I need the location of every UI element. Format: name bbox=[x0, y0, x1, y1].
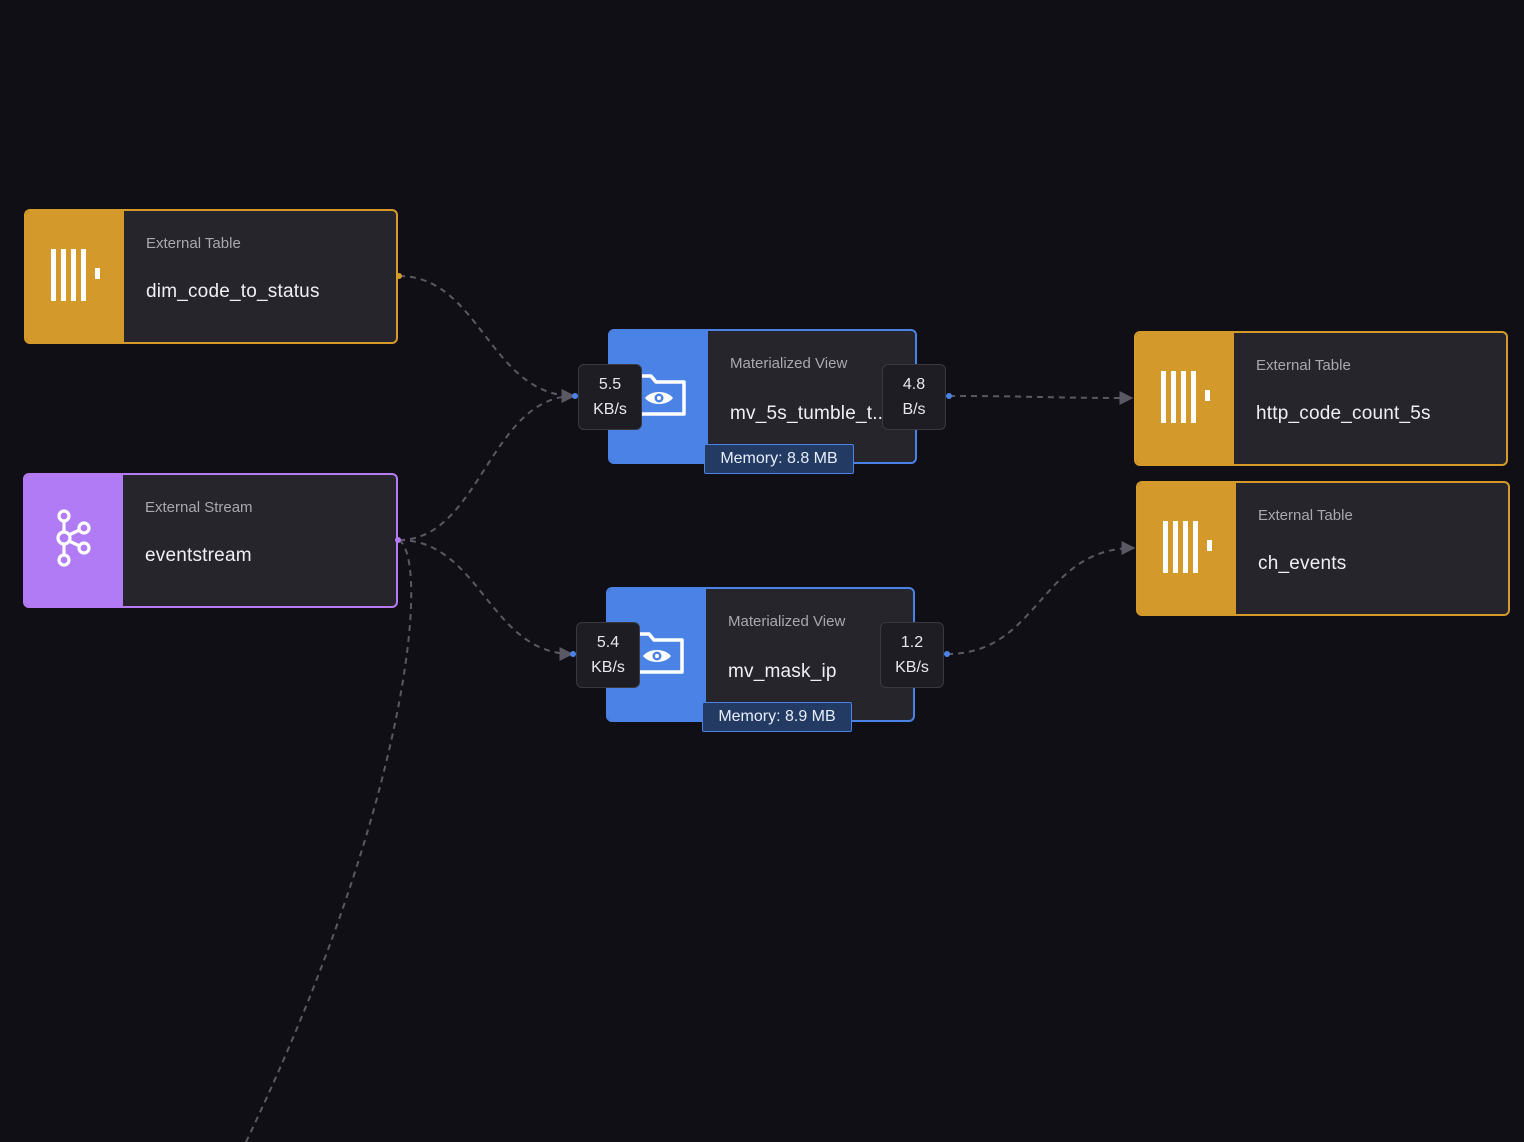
rate-value: 5.4 bbox=[596, 633, 620, 651]
output-handle[interactable] bbox=[396, 273, 402, 279]
input-rate-badge: 5.4 KB/s bbox=[576, 622, 640, 688]
node-eventstream[interactable]: External Stream eventstream bbox=[23, 473, 398, 608]
node-dim-code-to-status[interactable]: External Table dim_code_to_status bbox=[24, 209, 398, 344]
node-name: eventstream bbox=[145, 545, 252, 566]
node-name: dim_code_to_status bbox=[146, 281, 320, 302]
node-http-code-count-5s[interactable]: External Table http_code_count_5s bbox=[1134, 331, 1508, 466]
rate-unit: KB/s bbox=[895, 658, 929, 676]
clickhouse-icon bbox=[1159, 518, 1215, 579]
input-handle[interactable] bbox=[572, 393, 578, 399]
memory-badge: Memory: 8.9 MB bbox=[702, 702, 852, 732]
kafka-icon bbox=[54, 509, 94, 572]
node-kind: Materialized View bbox=[730, 355, 848, 372]
input-rate-badge: 5.5 KB/s bbox=[578, 364, 642, 430]
output-rate-badge: 4.8 B/s bbox=[882, 364, 946, 430]
edge-dim-to-mv5s bbox=[398, 275, 576, 403]
edge-mv5s-to-httpcount bbox=[948, 390, 1134, 405]
node-kind: External Stream bbox=[145, 499, 253, 516]
output-rate-badge: 1.2 KB/s bbox=[880, 622, 944, 688]
edge-eventstream-offscreen bbox=[245, 539, 413, 1142]
node-icon-box bbox=[26, 211, 124, 342]
node-kind: External Table bbox=[1258, 507, 1353, 524]
node-name: ch_events bbox=[1258, 553, 1347, 574]
edge-eventstream-to-mv5s bbox=[398, 389, 576, 541]
clickhouse-icon bbox=[1157, 368, 1213, 429]
node-name: mv_5s_tumble_t... bbox=[730, 403, 889, 424]
memory-badge: Memory: 8.8 MB bbox=[704, 444, 854, 474]
node-name: http_code_count_5s bbox=[1256, 403, 1431, 424]
rate-unit: KB/s bbox=[593, 400, 627, 418]
rate-unit: B/s bbox=[902, 400, 926, 418]
output-handle[interactable] bbox=[395, 537, 401, 543]
edge-mvmask-to-chevents bbox=[946, 541, 1136, 655]
node-kind: External Table bbox=[1256, 357, 1351, 374]
output-handle[interactable] bbox=[946, 393, 952, 399]
node-mv-5s-tumble[interactable]: Materialized View mv_5s_tumble_t... bbox=[608, 329, 917, 464]
rate-value: 5.5 bbox=[598, 375, 622, 393]
edge-eventstream-to-mvmask bbox=[398, 539, 574, 661]
node-kind: Materialized View bbox=[728, 613, 846, 630]
node-icon-box bbox=[1138, 483, 1236, 614]
node-name: mv_mask_ip bbox=[728, 661, 837, 682]
rate-unit: KB/s bbox=[591, 658, 625, 676]
output-handle[interactable] bbox=[944, 651, 950, 657]
node-icon-box bbox=[25, 475, 123, 606]
node-ch-events[interactable]: External Table ch_events bbox=[1136, 481, 1510, 616]
rate-value: 4.8 bbox=[902, 375, 926, 393]
rate-value: 1.2 bbox=[900, 633, 924, 651]
node-icon-box bbox=[1136, 333, 1234, 464]
clickhouse-icon bbox=[47, 246, 103, 307]
input-handle[interactable] bbox=[570, 651, 576, 657]
node-kind: External Table bbox=[146, 235, 241, 252]
